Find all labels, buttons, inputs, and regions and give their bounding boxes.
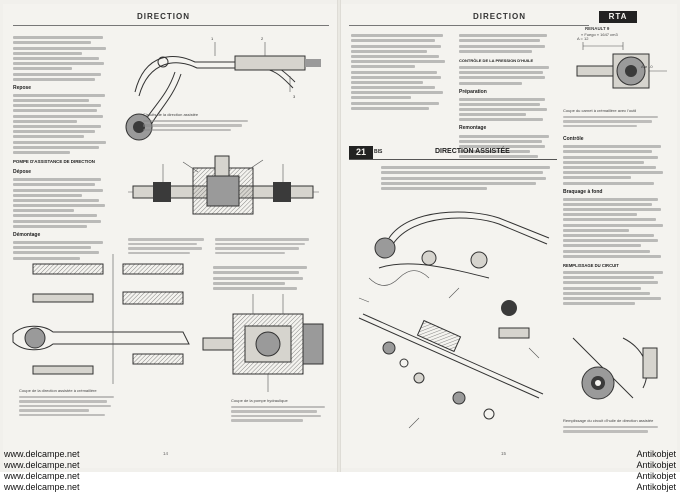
rack-detail-figure bbox=[12, 254, 190, 384]
right-heading-6: REMPLISSAGE DU CIRCUIT bbox=[563, 262, 619, 268]
fill-circuit-figure bbox=[572, 337, 658, 400]
right-heading-4: Contrôle bbox=[563, 136, 584, 142]
section-banner: 21 BIS DIRECTION ASSISTÉE bbox=[349, 146, 557, 160]
exploded-view-figure bbox=[358, 211, 550, 429]
right-text-column-2: Contrôle Braquage à fond REMPLISSAGE DU … bbox=[563, 132, 669, 307]
left-heading-2: POMPE D'ASSISTANCE DE DIRECTION bbox=[13, 158, 95, 164]
brand-label: RENAULT 9 bbox=[585, 26, 645, 32]
dim-a-label: A = 12 bbox=[577, 36, 589, 41]
section-number-box: 21 bbox=[349, 146, 373, 159]
rta-logo-text: RTA bbox=[608, 12, 628, 21]
watermark-left-4: www.delcampe.net bbox=[4, 482, 80, 492]
left-heading-4: Démontage bbox=[13, 231, 41, 238]
watermark-right-3: Antikobjet bbox=[636, 471, 676, 481]
watermark-left-1: www.delcampe.net bbox=[4, 449, 80, 459]
left-page-number: 14 bbox=[163, 451, 169, 456]
hydraulic-circuit-figure: 1 2 3 bbox=[125, 36, 321, 141]
svg-text:2: 2 bbox=[261, 36, 264, 41]
pump-figure bbox=[202, 294, 324, 392]
right-text-column-1: CONTRÔLE DE LA PRESSION D'HUILE Préparat… bbox=[459, 32, 555, 161]
section-title: DIRECTION ASSISTÉE bbox=[435, 148, 510, 155]
brand-label-text: RENAULT 9 bbox=[585, 26, 610, 31]
fill-caption: Remplissage du circuit d'huile de direct… bbox=[563, 418, 669, 435]
left-heading-3: Dépose bbox=[13, 168, 32, 175]
left-figure-caption-1: Circuits de la direction assistée bbox=[143, 112, 253, 133]
watermark-right: Antikobjet Antikobjet Antikobjet Antikob… bbox=[636, 449, 676, 493]
caption-text-3: Coupe de la pompe hydraulique bbox=[231, 398, 288, 403]
tool-caption-text: Coupe du carnet à crémaillère avec l'out… bbox=[563, 108, 637, 113]
section-number: 21 bbox=[355, 147, 366, 157]
watermark-right-1: Antikobjet bbox=[636, 449, 676, 459]
left-page: DIRECTION Repose POMPE D'ASSISTANCE DE D… bbox=[3, 4, 337, 468]
right-heading-1: CONTRÔLE DE LA PRESSION D'HUILE bbox=[459, 57, 534, 63]
watermark-left-2: www.delcampe.net bbox=[4, 460, 80, 470]
caption-text-2: Coupe de la direction assistée à crémail… bbox=[19, 388, 97, 393]
brand-sub: « Fuego » 1647 cm3 bbox=[581, 32, 651, 38]
right-header-title: DIRECTION bbox=[469, 12, 530, 21]
dim-b-label: A ø 10 bbox=[641, 64, 653, 69]
rack-section-figure bbox=[128, 155, 319, 215]
gutter bbox=[337, 0, 341, 472]
left-mid-text bbox=[213, 264, 313, 292]
left-figure-caption-4: Coupe de la pompe hydraulique bbox=[231, 398, 331, 424]
brand-sub-text: « Fuego » 1647 cm3 bbox=[581, 32, 618, 37]
tool-caption: Coupe du carnet à crémaillère avec l'out… bbox=[563, 108, 669, 129]
right-page: DIRECTION RTA RENAULT 9 « Fuego » 1647 c… bbox=[341, 4, 677, 468]
right-page-number: 15 bbox=[501, 451, 507, 456]
watermark-left: www.delcampe.net www.delcampe.net www.de… bbox=[4, 449, 80, 493]
left-header-title: DIRECTION bbox=[133, 12, 194, 21]
right-heading-5: Braquage à fond bbox=[563, 188, 603, 195]
fill-caption-text: Remplissage du circuit d'huile de direct… bbox=[563, 418, 654, 423]
left-header: DIRECTION bbox=[13, 12, 329, 26]
left-heading-1: Repose bbox=[13, 84, 32, 91]
rta-logo: RTA bbox=[599, 11, 637, 23]
left-figure-caption-2b bbox=[215, 236, 315, 256]
left-figure-caption-3: Coupe de la direction assistée à crémail… bbox=[19, 388, 119, 418]
svg-text:1: 1 bbox=[211, 36, 214, 41]
left-figure-caption-2 bbox=[128, 236, 208, 256]
left-text-column: Repose POMPE D'ASSISTANCE DE DIRECTION D… bbox=[13, 34, 111, 262]
svg-text:3: 3 bbox=[293, 94, 296, 99]
caption-text-1: Circuits de la direction assistée bbox=[143, 112, 199, 117]
magazine-spread: DIRECTION Repose POMPE D'ASSISTANCE DE D… bbox=[0, 0, 680, 472]
watermark-right-2: Antikobjet bbox=[636, 460, 676, 470]
watermark-left-3: www.delcampe.net bbox=[4, 471, 80, 481]
section-suffix: BIS bbox=[374, 149, 383, 155]
right-header: DIRECTION bbox=[349, 12, 589, 26]
right-heading-3: Remontage bbox=[459, 125, 487, 132]
right-text-column-0 bbox=[351, 32, 451, 112]
watermark-right-4: Antikobjet bbox=[636, 482, 676, 492]
right-heading-2: Préparation bbox=[459, 88, 487, 95]
tool-figure bbox=[576, 42, 667, 89]
section-intro-text bbox=[381, 164, 557, 192]
